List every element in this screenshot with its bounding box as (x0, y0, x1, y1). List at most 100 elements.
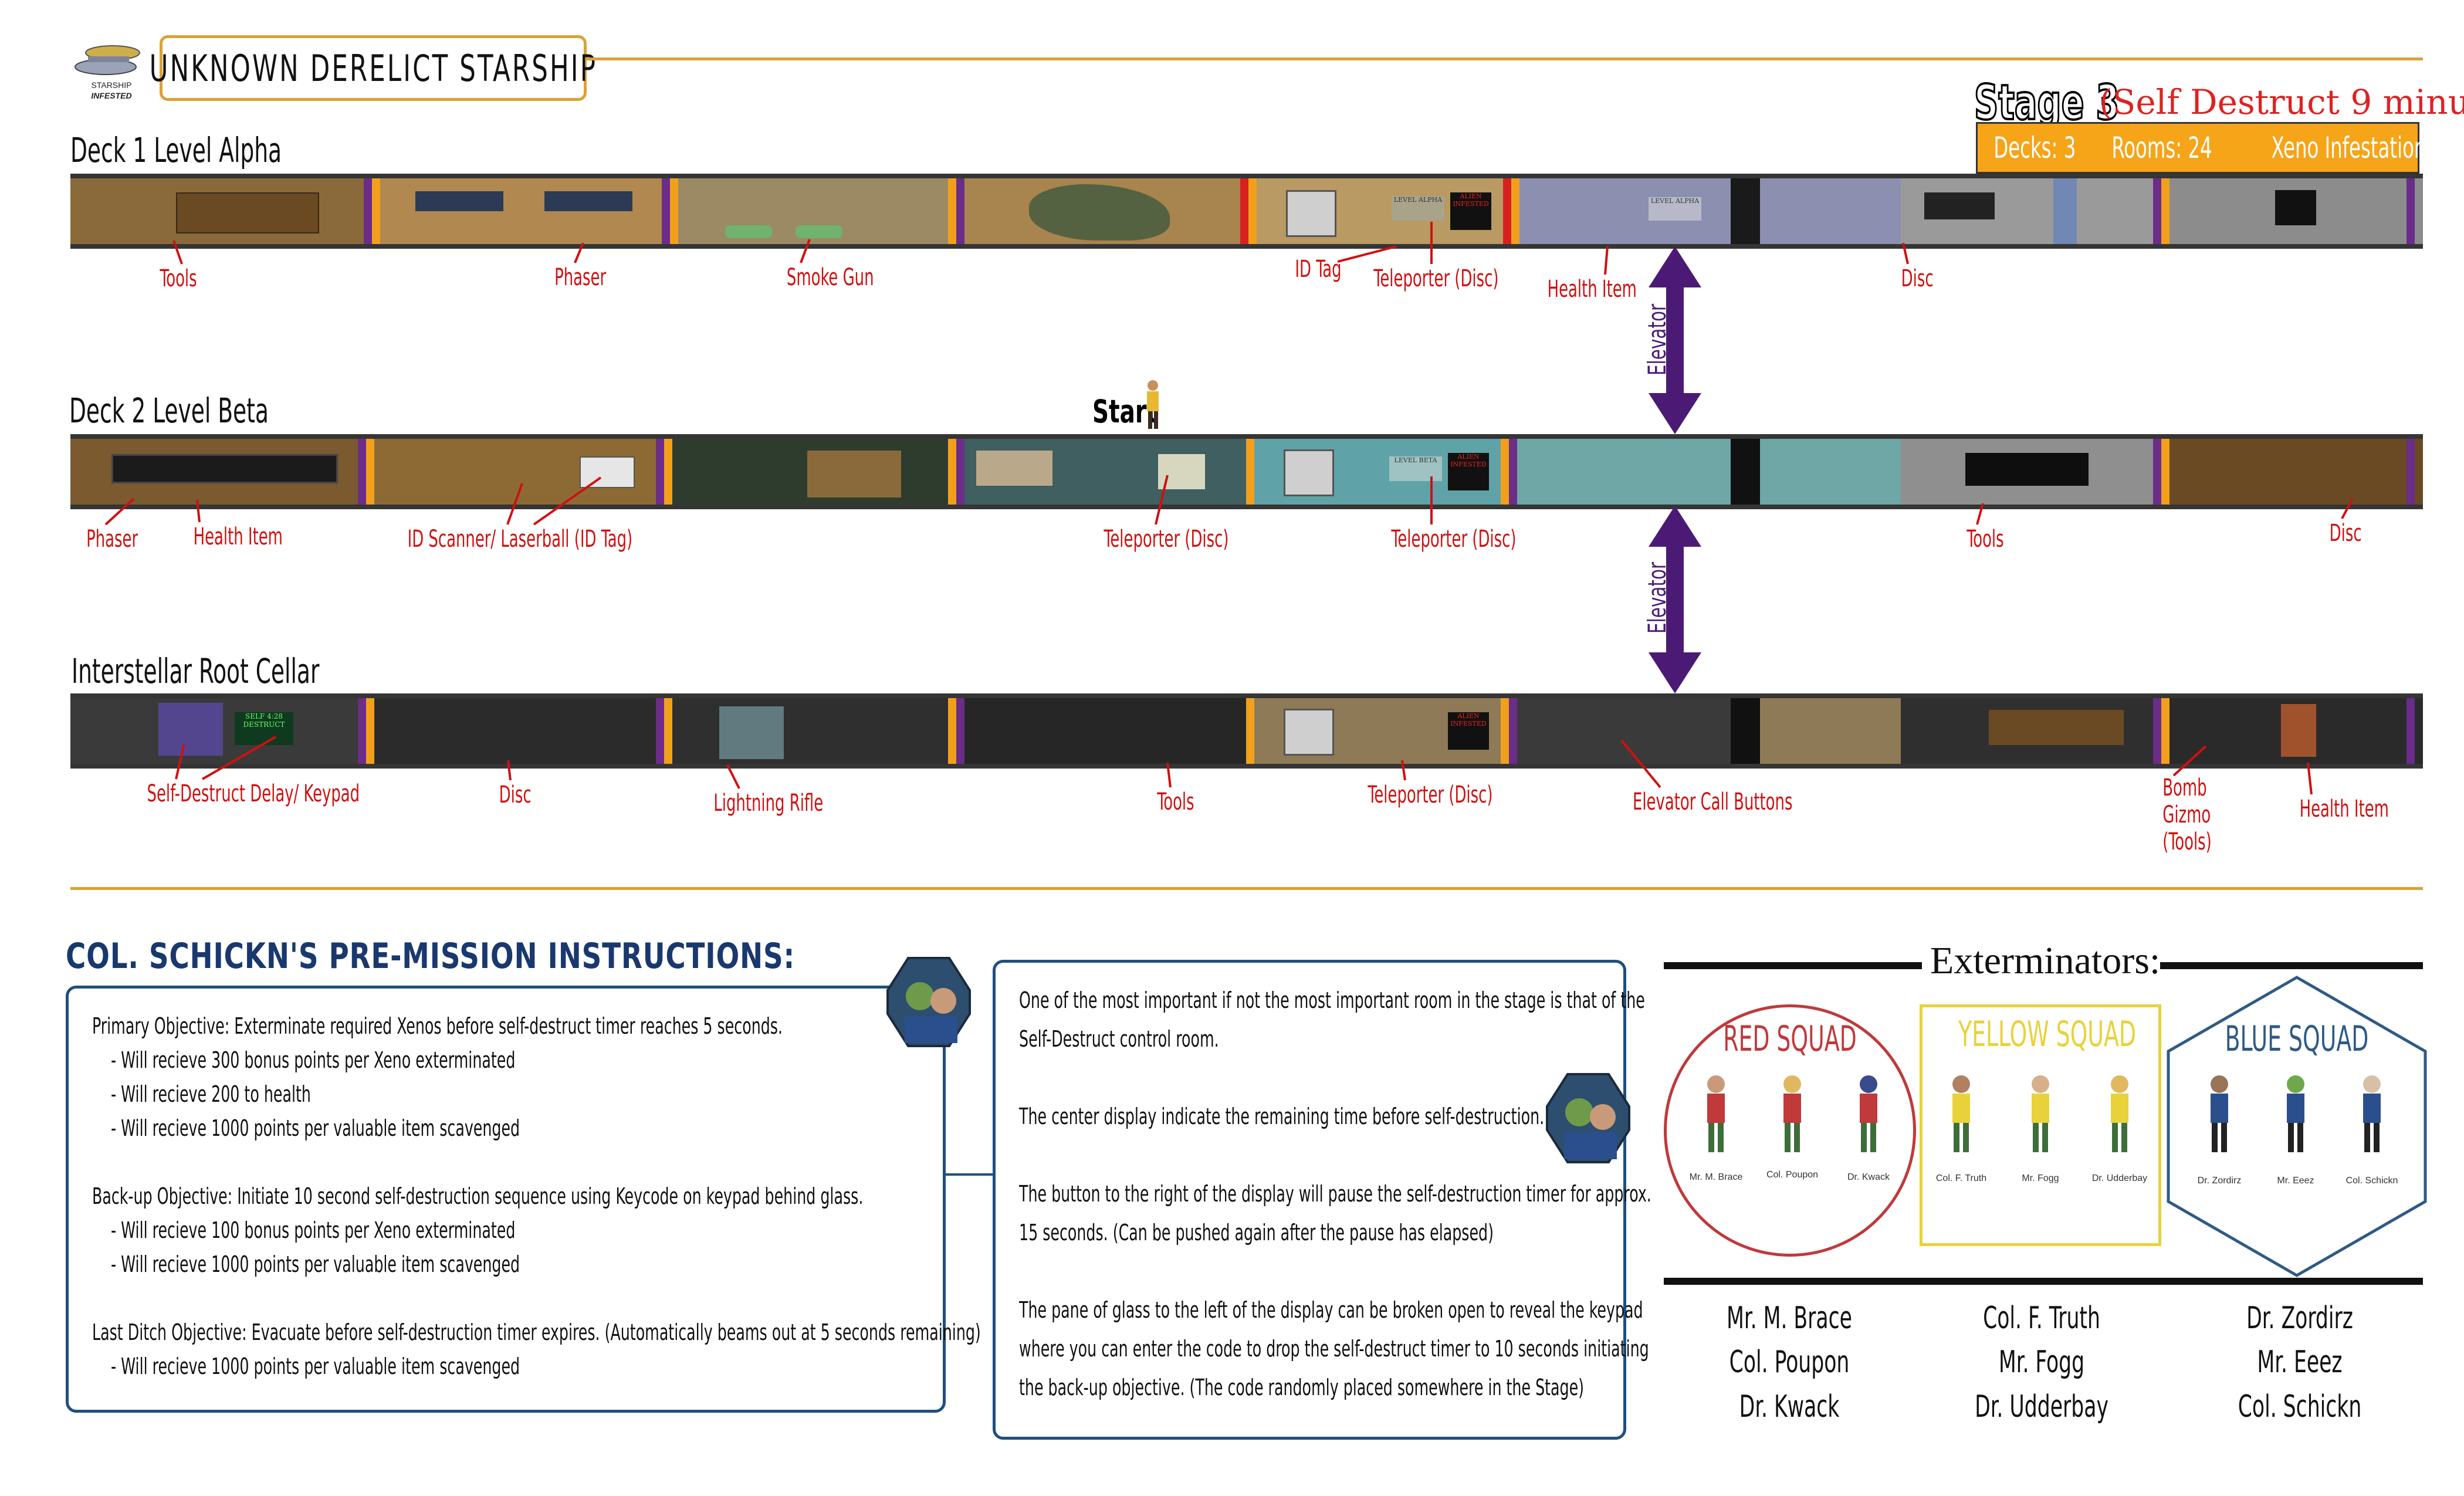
starship-infested-logo: STARSHIP INFESTED (70, 36, 153, 107)
room (672, 698, 948, 764)
room (1517, 698, 1731, 764)
exterminators-rule-right (2160, 962, 2423, 969)
roster-rule (1664, 1278, 2423, 1285)
deck-3-name: Interstellar Root Cellar (72, 651, 320, 691)
info-line: 15 seconds. (Can be pushed again after t… (1019, 1220, 1494, 1245)
stat-rooms: Rooms: 24 (2111, 131, 2212, 165)
label-disc: Disc (2329, 520, 2362, 547)
roster-name: Col. F. Truth (1983, 1301, 2100, 1336)
label-teleporter: Teleporter (Disc) (1373, 265, 1499, 292)
deck-2-corridor: LEVEL BETA ALIEN INFESTED (70, 434, 2423, 509)
label-lightning-rifle: Lightning Rifle (713, 790, 824, 817)
room: ALIEN INFESTED (1254, 698, 1501, 764)
room (70, 178, 364, 244)
label-id-scanner: ID Scanner/ Laserball (ID Tag) (407, 526, 633, 553)
stat-xeno: Xeno Infestation: 225 (2271, 131, 2464, 165)
header-divider (587, 57, 2423, 60)
red-squad-title: RED SQUAD (1723, 1018, 1857, 1060)
instructions-panel: Primary Objective: Exterminate required … (66, 986, 981, 1413)
room: LEVEL ALPHA (1519, 178, 1731, 244)
room: LEVEL ALPHA ALIEN INFESTED (1257, 178, 1503, 244)
character-name: Mr. Eeez (2277, 1176, 2314, 1186)
section-divider (70, 887, 2423, 890)
blue-squad-title: BLUE SQUAD (2225, 1018, 2369, 1060)
label-tools: Tools (1157, 788, 1194, 815)
instruction-line: - Will recieve 1000 points per valuable … (111, 1251, 520, 1277)
label-elevator-call-buttons: Elevator Call Buttons (1632, 788, 1793, 815)
label-disc: Disc (499, 781, 532, 808)
room (1760, 439, 1901, 505)
room: SELF 4:28 DESTRUCT (70, 698, 358, 764)
room (964, 698, 1246, 764)
self-destruct-display: SELF 4:28 DESTRUCT (235, 712, 293, 745)
starship-icon: STARSHIP INFESTED (75, 45, 140, 100)
roster-name: Col. Schickn (2238, 1389, 2362, 1424)
instructions-heading: COL. SCHICKN'S PRE-MISSION INSTRUCTIONS: (66, 936, 795, 977)
room (964, 439, 1246, 505)
blue-squad-roster: Dr. Zordirz Mr. Eeez Col. Schickn (2222, 1297, 2378, 1429)
room (380, 178, 662, 244)
room (672, 439, 948, 505)
room-info-panel: One of the most important if not the mos… (993, 960, 1651, 1440)
label-phaser: Phaser (86, 526, 138, 553)
stat-decks: Decks: 3 (1993, 131, 2076, 165)
label-id-tag: ID Tag (1295, 256, 1342, 283)
red-squad-roster: Mr. M. Brace Col. Poupon Dr. Kwack (1711, 1297, 1867, 1429)
info-line: the back-up objective. (The code randoml… (1019, 1375, 1585, 1400)
exterminators-rule-left (1664, 962, 1922, 969)
info-line: The button to the right of the display w… (1019, 1181, 1651, 1207)
character-icon (1783, 1075, 1801, 1152)
room (964, 178, 1240, 244)
elevator-shaft (1731, 439, 1760, 505)
room (1760, 178, 1901, 244)
instruction-line: - Will recieve 100 bonus points per Xeno… (111, 1217, 516, 1243)
alien-infested-screen: ALIEN INFESTED (1450, 192, 1491, 230)
character-icon (2111, 1075, 2128, 1152)
stage-stats-bar: Decks: 3 Rooms: 24 Xeno Infestation: 225 (1976, 122, 2464, 174)
red-squad-frame (1664, 1004, 1916, 1257)
label-self-destruct-keypad: Self-Destruct Delay/ Keypad (147, 780, 360, 807)
instruction-line: Primary Objective: Exterminate required … (92, 1013, 783, 1039)
room (2169, 439, 2423, 505)
character-name: Mr. M. Brace (1689, 1172, 1743, 1182)
character-icon (2363, 1075, 2381, 1152)
info-line: The center display indicate the remainin… (1019, 1104, 1545, 1129)
instruction-line: Last Ditch Objective: Evacuate before se… (92, 1319, 981, 1345)
roster-name: Dr. Udderbay (1975, 1389, 2108, 1424)
blue-squad-frame (2167, 976, 2427, 1277)
roster-name: Dr. Zordirz (2246, 1301, 2353, 1336)
character-icon (2287, 1075, 2304, 1152)
info-line: One of the most important if not the mos… (1019, 987, 1645, 1013)
instruction-line: Back-up Objective: Initiate 10 second se… (92, 1183, 864, 1209)
deck-1-corridor: LEVEL ALPHA ALIEN INFESTED LEVEL ALPHA (70, 174, 2423, 249)
room (1901, 178, 2153, 244)
page-title: UNKNOWN DERELICT STARSHIP (149, 46, 597, 90)
character-name: Col. Schickn (2345, 1176, 2398, 1186)
room (374, 698, 656, 764)
yellow-squad-roster: Col. F. Truth Mr. Fogg Dr. Udderbay (1964, 1297, 2120, 1429)
label-tools: Tools (1967, 526, 2004, 553)
instruction-line: - Will recieve 200 to health (111, 1081, 311, 1107)
character-icon (1860, 1075, 1877, 1152)
label-health-item: Health Item (193, 523, 283, 550)
character-name: Col. Poupon (1766, 1170, 1819, 1180)
exterminators-title: Exterminators: (1930, 939, 2161, 982)
info-line: where you can enter the code to drop the… (1019, 1336, 1649, 1362)
self-destruct-time: (Self Destruct 9 minutes) (2099, 82, 2464, 122)
character-icon (2211, 1075, 2228, 1152)
elevator-arrow-lower (1649, 506, 1701, 693)
room (1760, 698, 1901, 764)
page-title-box: UNKNOWN DERELICT STARSHIP (149, 35, 595, 101)
character-icon (1707, 1075, 1725, 1152)
label-bomb-gizmo: Bomb Gizmo (Tools) (2162, 774, 2212, 855)
start-label: Start (1092, 393, 1157, 430)
character-name: Col. F. Truth (1935, 1173, 1987, 1183)
label-disc: Disc (1901, 265, 1934, 292)
instruction-line: - Will recieve 1000 points per valuable … (111, 1115, 520, 1141)
label-health-item: Health Item (2299, 796, 2389, 823)
roster-name: Mr. Fogg (1998, 1345, 2085, 1380)
label-teleporter: Teleporter (Disc) (1104, 526, 1229, 553)
room (1517, 439, 1731, 505)
label-teleporter: Teleporter (Disc) (1368, 781, 1493, 808)
